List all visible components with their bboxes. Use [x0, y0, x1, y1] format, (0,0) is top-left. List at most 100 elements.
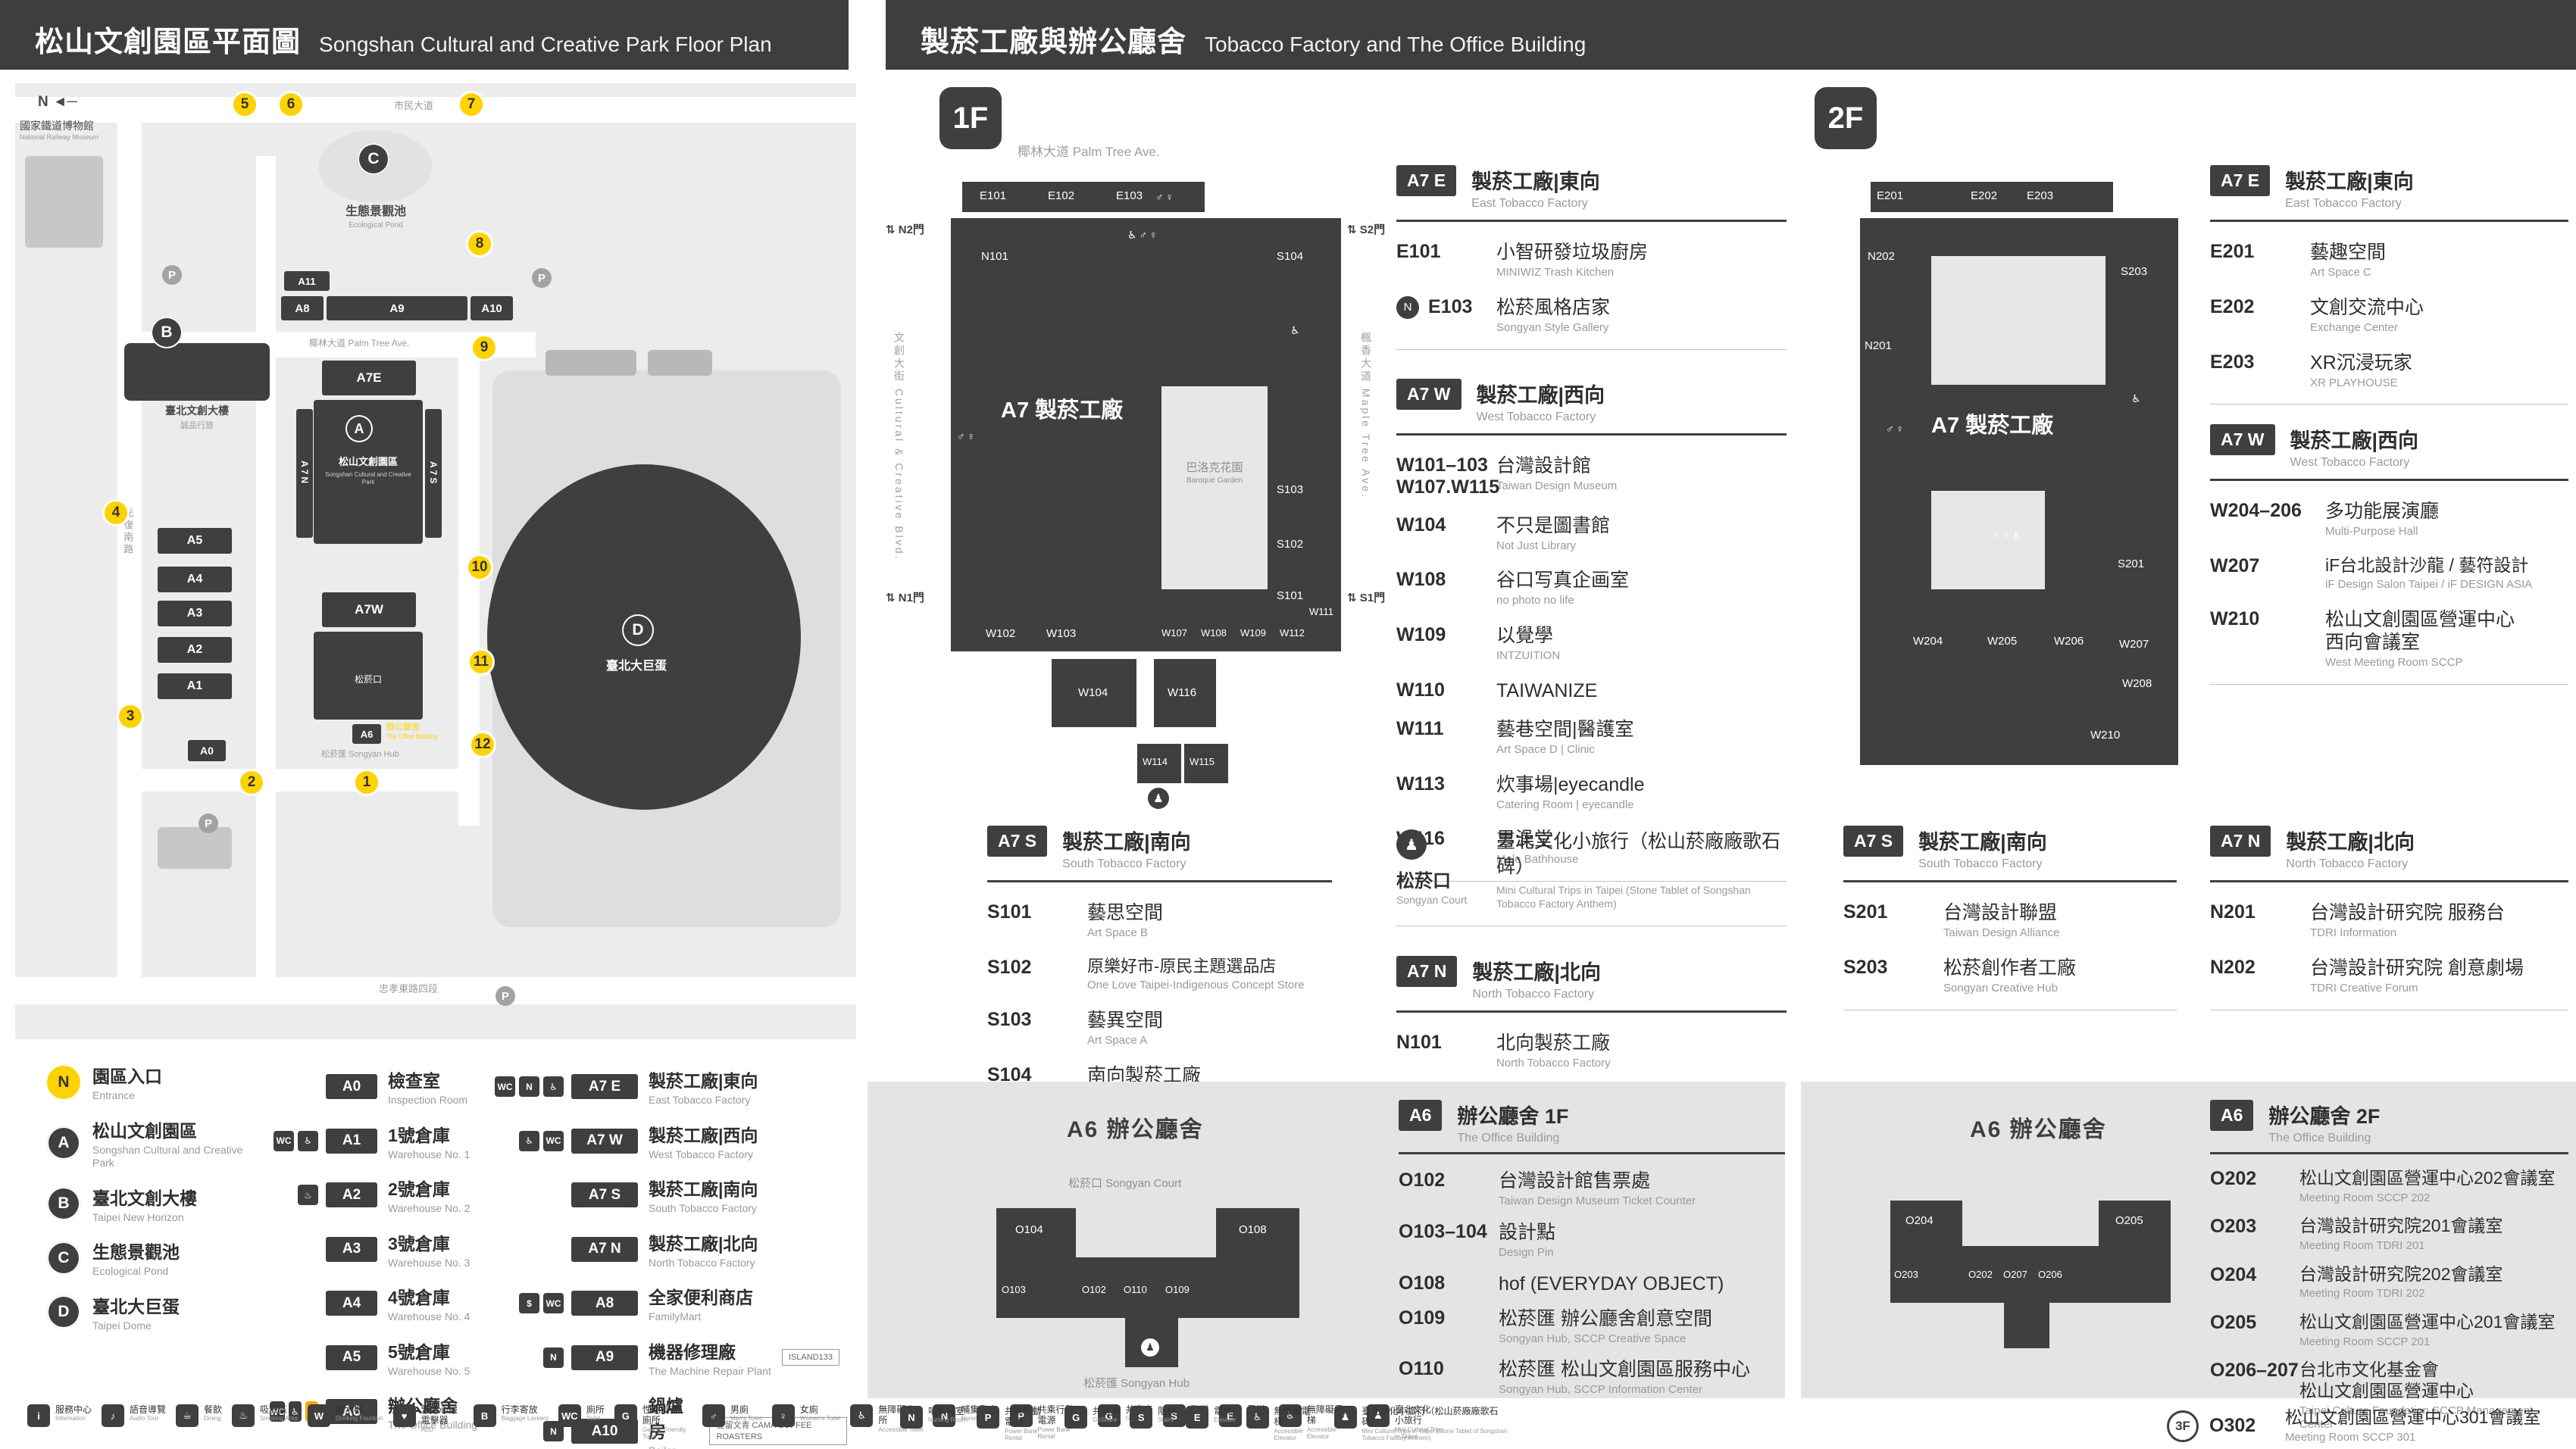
room-label: E101 [980, 189, 1007, 202]
baggage-icon: B [473, 1404, 496, 1427]
entrance-marker-10: 10 [466, 554, 493, 581]
badge-a3: A3 [326, 1236, 377, 1262]
room-label: W107 [1161, 627, 1187, 639]
marker-a: A [345, 415, 373, 442]
legend-zh: 生態景觀池 [92, 1242, 180, 1262]
garden-label: 巴洛克花園 Baroque Garden [1161, 461, 1268, 486]
legend-en: Ecological Pond [92, 1265, 169, 1277]
legend-zh: 2號倉庫 [388, 1179, 450, 1199]
gate-icon: ⇅ [886, 592, 896, 604]
section-en: South Tobacco Factory [1062, 857, 1186, 870]
room-label: W208 [2122, 677, 2152, 690]
toilet-icon: WC [274, 1130, 294, 1151]
section-badge: A7 E [2210, 165, 2271, 196]
eslite-hotel-label: 誠品行旅 [180, 421, 214, 430]
room-label: O109 [1165, 1284, 1190, 1295]
legend-en: Warehouse No. 4 [388, 1310, 470, 1323]
room-label: O205 [2115, 1214, 2143, 1227]
room-label: E201 [1877, 189, 1904, 202]
nursing-icon: N [1396, 295, 1419, 319]
room-label: W204 [1913, 635, 1943, 648]
toilet-icon: ♂♀ [1886, 423, 1906, 435]
block-a0: A0 [188, 740, 226, 761]
block-a9: A9 [327, 296, 467, 320]
legend-en: Taipei New Horizon [92, 1210, 184, 1223]
accessible-icon: ♿ [850, 1404, 874, 1427]
plan-office-2f: O204 O203 O202 O207 O206 O205 [1879, 1170, 2182, 1382]
nursing-icon: N [933, 1404, 956, 1427]
badge-a9: A9 [571, 1344, 638, 1370]
legend-zh: 全家便利商店 [649, 1288, 753, 1307]
legend-en: The Machine Repair Plant [649, 1364, 771, 1377]
toilet-icon: WC [495, 1076, 515, 1098]
room-label: O203 [1894, 1269, 1918, 1280]
railway-museum-block [25, 156, 103, 248]
railway-museum-zh: 國家鐵道博物館 [20, 120, 94, 132]
parking-icon: P [199, 814, 218, 833]
dome-north-block-1 [546, 350, 636, 376]
pond-en: Ecological Pond [349, 221, 403, 230]
legend-zh: 製菸工廠|北向 [649, 1233, 758, 1254]
section-badge: A7 W [2210, 424, 2275, 455]
room-label: W108 [1201, 627, 1227, 639]
nursing-icon: N [900, 1406, 923, 1429]
badge-a8: A8 [571, 1291, 638, 1316]
accessible-icon: ♿ [298, 1130, 318, 1151]
section-badge: A6 [2210, 1100, 2254, 1131]
legend-en: Boiler Room [649, 1444, 699, 1449]
gate-s1: ⇅ S1門 [1347, 592, 1386, 604]
accessible-elevator-icon: ♿ [1246, 1406, 1269, 1429]
entrance-marker-7: 7 [458, 91, 485, 118]
entrance-marker-1: 1 [353, 769, 380, 796]
garden-en: Baroque Garden [1186, 476, 1243, 485]
marker-d-badge: D [47, 1295, 80, 1329]
tenant-note: ISLAND133 [781, 1349, 839, 1366]
section-en: South Tobacco Factory [1918, 857, 2043, 870]
room-label: E203 [2027, 189, 2054, 202]
left-title-en: Songshan Cultural and Creative Park Floo… [319, 33, 772, 56]
room-label: O204 [1905, 1214, 1934, 1227]
section-zh: 製菸工廠|西向 [2290, 429, 2419, 452]
office-center-bar [1962, 1246, 2099, 1303]
compass-n: N [38, 94, 48, 110]
court-label: 松菸口 Songyan Court [1068, 1177, 1182, 1190]
aed-icon: ♥ [392, 1404, 416, 1427]
entrance-badge: N [47, 1065, 80, 1099]
section-badge: A7 W [1396, 379, 1462, 410]
room-label: N101 [981, 250, 1008, 263]
toilet-icon: WC [543, 1293, 564, 1314]
a7-center-label: A7 製菸工廠 [1001, 398, 1124, 423]
legend-zh: 3號倉庫 [388, 1233, 450, 1254]
room-label: W207 [2119, 638, 2149, 651]
gate-icon: ⇅ [1347, 223, 1357, 236]
plan-2f: E201 E202 E203 A7 製菸工廠 N202 N201 S203 S2… [1840, 165, 2181, 779]
factory-ring-block [951, 218, 1341, 651]
audio-tour-icon: ♪ [102, 1404, 125, 1427]
legend-zh: 5號倉庫 [388, 1341, 450, 1362]
section-zh: 製菸工廠|西向 [1476, 384, 1605, 407]
railway-museum-label: 國家鐵道博物館 National Railway Museum [20, 120, 111, 142]
legend-en: FamilyMart [649, 1310, 702, 1323]
legend-zh: 1號倉庫 [388, 1125, 450, 1145]
marker-c-badge: C [47, 1241, 80, 1275]
office-west-wing [996, 1208, 1076, 1318]
room-label: O104 [1015, 1223, 1043, 1236]
